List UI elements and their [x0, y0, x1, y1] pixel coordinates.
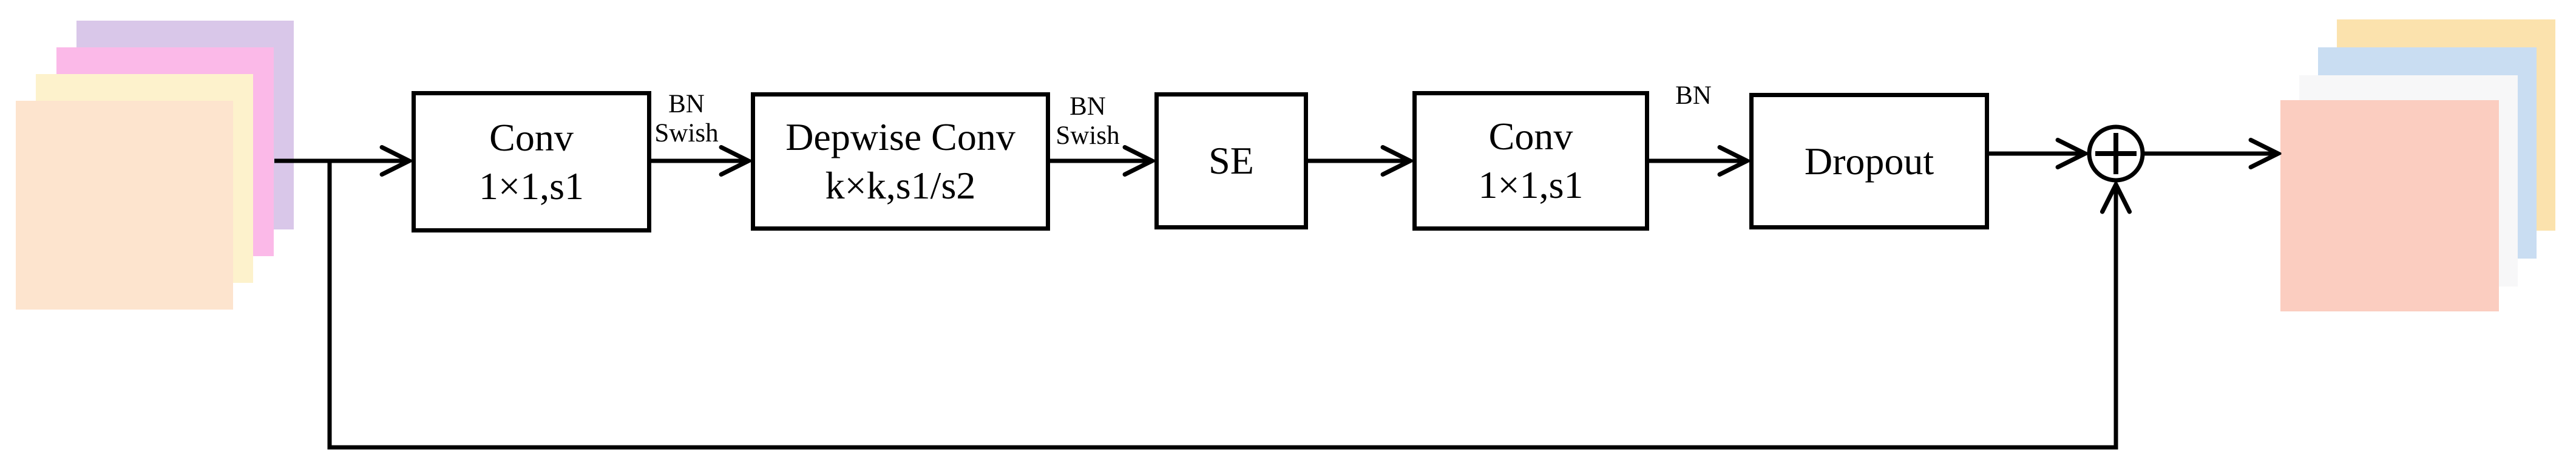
bn-label: BN [1675, 81, 1712, 110]
depthwise-label-line2: k×k,s1/s2 [825, 164, 976, 207]
add-icon [2087, 124, 2145, 183]
bn-swish-label-after-depthwise: BN Swish [991, 92, 1185, 151]
swish-label: Swish [1056, 121, 1120, 150]
conv1-label-line2: 1×1,s1 [479, 164, 584, 208]
bn-label: BN [1069, 92, 1106, 121]
conv1-block: Conv 1×1,s1 [412, 91, 651, 232]
dropout-block: Dropout [1749, 93, 1989, 229]
bn-swish-label-after-conv1: BN Swish [589, 90, 784, 148]
input-feature-map-layer-4 [16, 101, 233, 310]
dropout-label: Dropout [1804, 139, 1934, 183]
output-feature-map-layer-4 [2280, 100, 2499, 311]
swish-label: Swish [654, 119, 719, 148]
conv2-label-line1: Conv [1488, 115, 1573, 158]
conv2-label-line2: 1×1,s1 [1478, 163, 1584, 206]
conv2-block: Conv 1×1,s1 [1412, 91, 1649, 231]
conv1-label-line1: Conv [489, 115, 574, 159]
bn-label-after-conv2: BN [1596, 81, 1791, 110]
depthwise-conv-block: Depwise Conv k×k,s1/s2 [751, 92, 1050, 231]
skip-connection-line [327, 161, 2116, 450]
depthwise-label-line1: Depwise Conv [785, 115, 1015, 158]
se-block: SE [1154, 92, 1308, 229]
se-label: SE [1208, 139, 1254, 182]
bn-label: BN [668, 90, 705, 118]
